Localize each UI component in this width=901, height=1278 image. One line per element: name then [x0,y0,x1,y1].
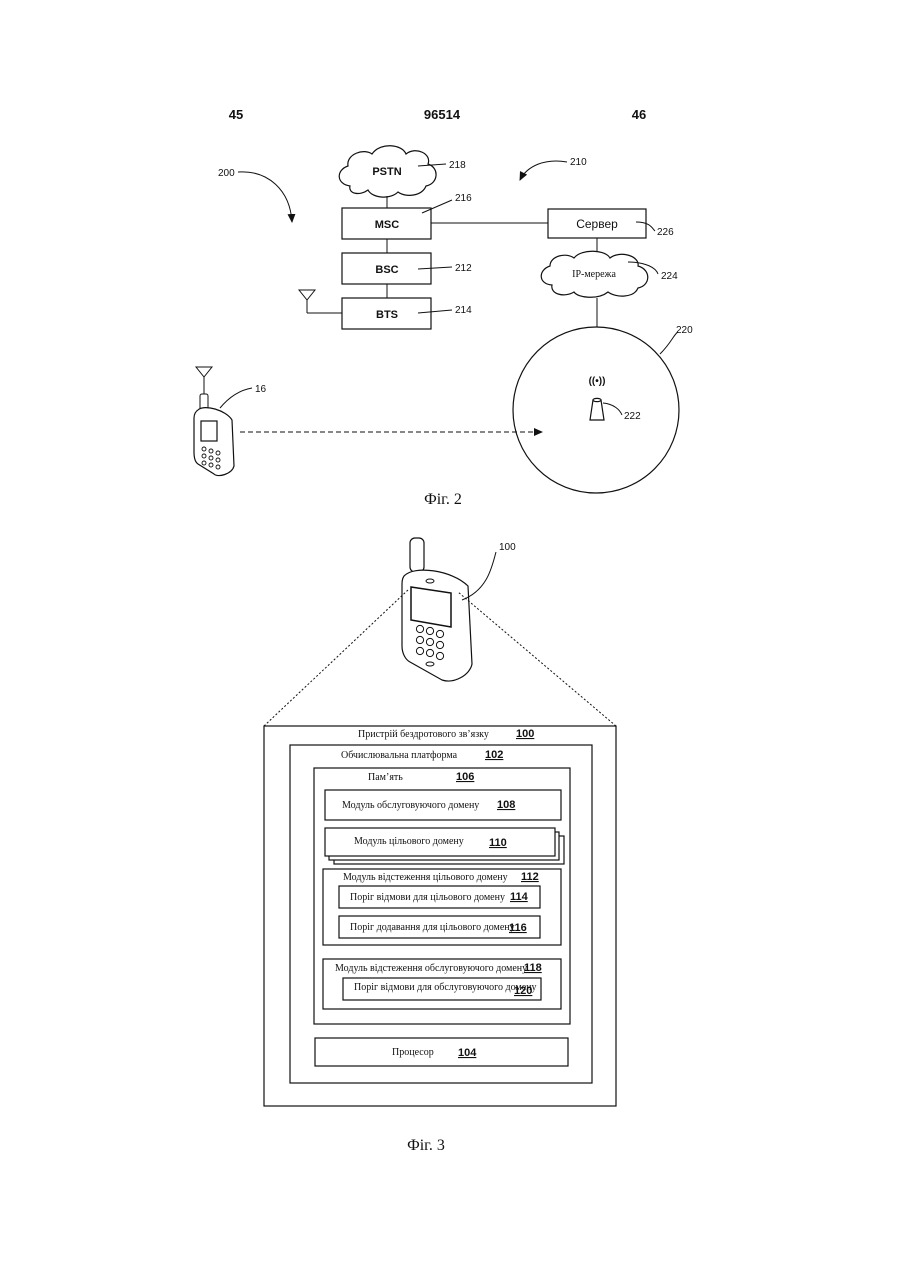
processor-label: Процесор [392,1047,434,1058]
device-ref: 100 [499,542,516,553]
serving-drop-threshold-label: Поріг відмови для обслуговуючого домену [354,982,537,993]
memory-ref: 106 [456,771,474,783]
wireless-device-phone-icon [402,538,472,681]
bts-ref: 214 [455,305,472,316]
target-drop-threshold-label: Поріг відмови для цільового домену [350,892,505,903]
msc-ref: 216 [455,193,472,204]
ip-network-ref: 224 [661,271,678,282]
handset-16-icon [194,367,234,476]
target-tracking-module-label: Модуль відстеження цільового домену [343,872,508,883]
target-add-threshold-label: Поріг додавання для цільового домену [350,922,515,933]
target-domain-module-ref: 110 [489,837,507,849]
figure-3: 100 Пристрій бездротового зв’язку 100 Об… [264,538,616,1154]
figure-2-caption: Фіг. 2 [424,491,462,508]
target-drop-threshold-ref: 114 [510,891,529,903]
server-label: Сервер [576,217,618,231]
bts-antenna-icon [299,290,342,313]
svg-text:((•)): ((•)) [589,376,606,387]
msc-label: MSC [375,219,400,231]
serving-domain-module-ref: 108 [497,799,515,811]
platform-label: Обчислювальна платформа [341,750,458,761]
device-box-ref: 100 [516,728,534,740]
ip-network-label: IP-мережа [572,269,616,280]
left-page-number: 45 [229,107,243,122]
serving-domain-module-label: Модуль обслуговуючого домену [342,800,479,811]
bts-label: BTS [376,309,398,321]
figure-2: 200 210 PSTN 218 MSC 216 BSC 212 BTS 214 [194,146,693,508]
coverage-ref: 220 [676,325,693,336]
bsc-label: BSC [375,264,398,276]
patent-number: 96514 [424,107,461,122]
handset-ref-leader [220,388,252,408]
device-label: Пристрій бездротового зв’язку [358,729,489,740]
projection-line-right [458,592,616,726]
processor-ref: 104 [458,1047,477,1059]
bsc-ref: 212 [455,263,472,274]
right-page-number: 46 [632,107,646,122]
figure-3-caption: Фіг. 3 [407,1137,445,1154]
serving-tracking-module-label: Модуль відстеження обслуговуючого домену [335,963,527,974]
ref-200-arrow [238,172,292,222]
access-point-ref: 222 [624,411,641,422]
server-ref: 226 [657,227,674,238]
ref-210-label: 210 [570,157,587,168]
pstn-label: PSTN [372,166,401,178]
handset-ref: 16 [255,384,267,395]
serving-tracking-module-ref: 118 [524,962,542,974]
ref-210-arrow [520,161,567,180]
platform-ref: 102 [485,749,503,761]
ref-200-label: 200 [218,168,235,179]
memory-label: Пам’ять [368,772,403,783]
target-domain-module-label: Модуль цільового домену [354,836,464,847]
pstn-ref: 218 [449,160,466,171]
serving-drop-threshold-ref: 120 [514,985,532,997]
target-add-threshold-ref: 116 [509,922,527,934]
projection-line-left [264,590,408,726]
processor-box [315,1038,568,1066]
msc-ref-leader [422,200,452,213]
target-tracking-module-ref: 112 [521,871,539,883]
